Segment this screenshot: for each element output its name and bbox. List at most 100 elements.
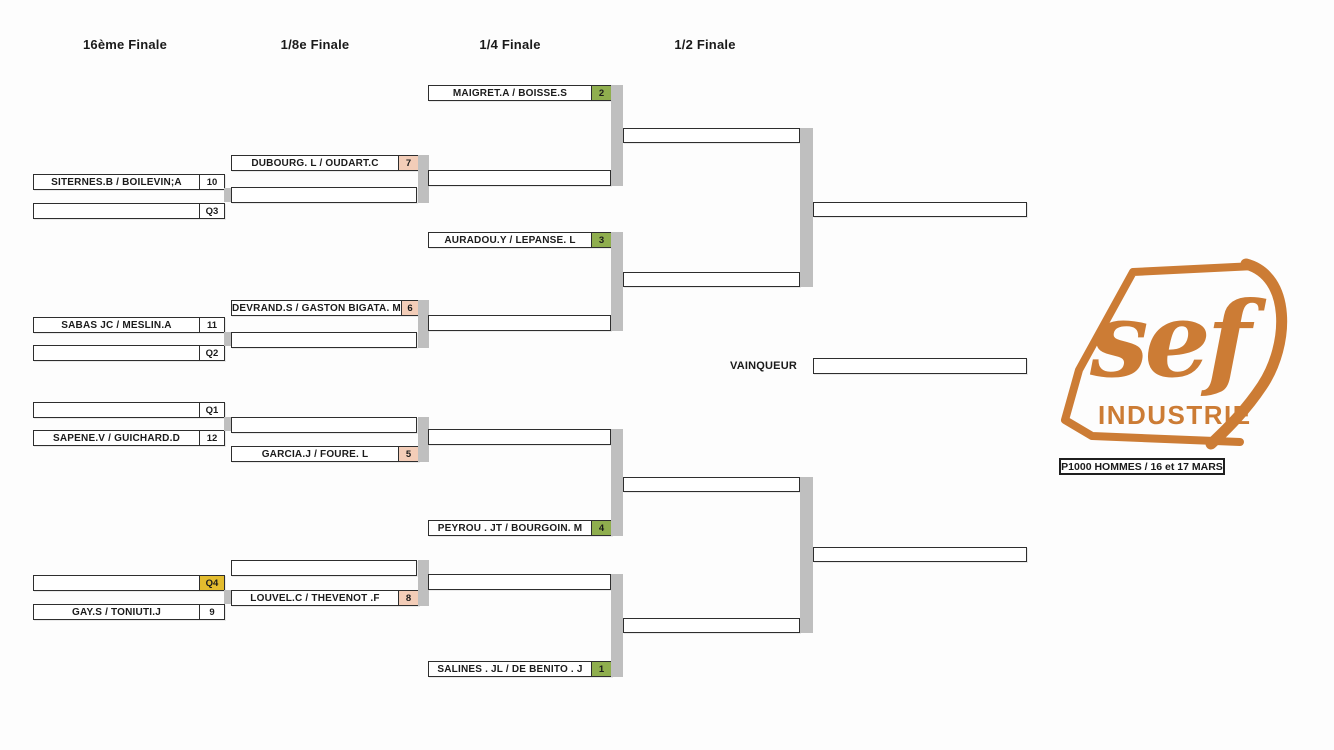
- connector-bar: [224, 590, 235, 604]
- seed-cell: 3: [591, 233, 611, 247]
- connector-bar: [800, 477, 813, 633]
- semifinal-box: [623, 128, 800, 143]
- team-name: SALINES . JL / DE BENITO . J: [437, 663, 583, 675]
- winner-value: [814, 359, 1026, 373]
- team-box: SABAS JC / MESLIN.A 11: [33, 317, 225, 333]
- seed-cell: 8: [398, 591, 418, 605]
- seed-cell: 2: [591, 86, 611, 100]
- semifinal-box: [623, 272, 800, 287]
- team-name: [34, 576, 199, 590]
- connector-bar: [418, 155, 429, 203]
- qualifier-cell: Q3: [199, 204, 224, 218]
- seed-cell: 10: [199, 175, 224, 189]
- round-header-16th: 16ème Finale: [82, 37, 168, 52]
- connector-bar: [224, 188, 235, 202]
- team-name: [34, 346, 199, 360]
- finalist-box: [813, 202, 1027, 217]
- team-name: [624, 273, 799, 286]
- connector-bar: [611, 574, 623, 677]
- team-box-empty: [231, 187, 417, 203]
- team-box-empty: [428, 429, 611, 445]
- team-name: [232, 188, 416, 202]
- winner-label: VAINQUEUR: [730, 360, 797, 372]
- team-name: [624, 478, 799, 491]
- team-name: SITERNES.B / BOILEVIN;A: [51, 176, 182, 188]
- team-name: AURADOU.Y / LEPANSE. L: [444, 234, 576, 246]
- team-box: DUBOURG. L / OUDART.C 7: [231, 155, 419, 171]
- seed-cell: 9: [199, 605, 224, 619]
- seed-cell: 4: [591, 521, 611, 535]
- connector-bar: [418, 560, 429, 606]
- team-name: [814, 548, 1026, 561]
- team-name: PEYROU . JT / BOURGOIN. M: [437, 522, 583, 534]
- team-box-empty: [428, 170, 611, 186]
- connector-bar: [224, 417, 235, 431]
- team-name: [814, 203, 1026, 216]
- team-name: SAPENE.V / GUICHARD.D: [53, 432, 180, 444]
- team-box: Q3: [33, 203, 225, 219]
- qualifier-cell: Q2: [199, 346, 224, 360]
- team-box-empty: [231, 332, 417, 348]
- team-name: [34, 403, 199, 417]
- logo-swoosh: [1205, 258, 1288, 450]
- team-box: GARCIA.J / FOURE. L 5: [231, 446, 419, 462]
- semifinal-box: [623, 477, 800, 492]
- team-box-empty: [231, 417, 417, 433]
- team-box: GAY.S / TONIUTI.J 9: [33, 604, 225, 620]
- team-box-empty: [428, 315, 611, 331]
- winner-box: [813, 358, 1027, 374]
- team-name: DEVRAND.S / GASTON BIGATA. M: [232, 302, 401, 314]
- round-header-quarter: 1/4 Finale: [479, 37, 541, 52]
- team-box: PEYROU . JT / BOURGOIN. M 4: [428, 520, 612, 536]
- connector-bar: [800, 128, 813, 287]
- team-name: [624, 619, 799, 632]
- connector-bar: [224, 332, 235, 346]
- connector-bar: [611, 232, 623, 331]
- team-name: [232, 333, 416, 347]
- team-name: SABAS JC / MESLIN.A: [61, 319, 172, 331]
- seed-cell: 7: [398, 156, 418, 170]
- team-box: Q4: [33, 575, 225, 591]
- team-box-empty: [428, 574, 611, 590]
- team-box: DEVRAND.S / GASTON BIGATA. M 6: [231, 300, 419, 316]
- team-name: MAIGRET.A / BOISSE.S: [452, 87, 568, 99]
- team-name: [232, 561, 416, 575]
- sponsor-logo: sef INDUSTRIE: [1061, 258, 1288, 450]
- team-box: SAPENE.V / GUICHARD.D 12: [33, 430, 225, 446]
- team-box: SITERNES.B / BOILEVIN;A 10: [33, 174, 225, 190]
- seed-cell: 11: [199, 318, 224, 332]
- semifinal-box: [623, 618, 800, 633]
- team-name: [429, 430, 610, 444]
- finalist-box: [813, 547, 1027, 562]
- team-name: LOUVEL.C / THEVENOT .F: [250, 592, 380, 604]
- connector-bar: [611, 429, 623, 536]
- team-name: [429, 575, 610, 589]
- round-header-semi: 1/2 Finale: [674, 37, 736, 52]
- team-box: AURADOU.Y / LEPANSE. L 3: [428, 232, 612, 248]
- team-name: [429, 316, 610, 330]
- seed-cell: 1: [591, 662, 611, 676]
- logo-tagline: INDUSTRIE: [1098, 400, 1252, 430]
- team-name: GAY.S / TONIUTI.J: [72, 606, 161, 618]
- seed-cell: 6: [400, 301, 418, 315]
- team-name: [624, 129, 799, 142]
- team-box: SALINES . JL / DE BENITO . J 1: [428, 661, 612, 677]
- team-box: MAIGRET.A / BOISSE.S 2: [428, 85, 612, 101]
- logo-badge-outline: [1061, 262, 1259, 446]
- event-caption: P1000 HOMMES / 16 et 17 MARS: [1059, 458, 1225, 475]
- team-box: LOUVEL.C / THEVENOT .F 8: [231, 590, 419, 606]
- team-name: GARCIA.J / FOURE. L: [261, 448, 369, 460]
- team-name: [429, 171, 610, 185]
- team-name: [232, 418, 416, 432]
- seed-cell: 12: [199, 431, 224, 445]
- seed-cell: 5: [398, 447, 418, 461]
- qualifier-cell: Q1: [199, 403, 224, 417]
- connector-bar: [611, 85, 623, 186]
- team-name: DUBOURG. L / OUDART.C: [251, 157, 379, 169]
- connector-bar: [418, 417, 429, 462]
- team-box-empty: [231, 560, 417, 576]
- team-name: [34, 204, 199, 218]
- round-header-8th: 1/8e Finale: [280, 37, 350, 52]
- qualifier-cell: Q4: [199, 576, 224, 590]
